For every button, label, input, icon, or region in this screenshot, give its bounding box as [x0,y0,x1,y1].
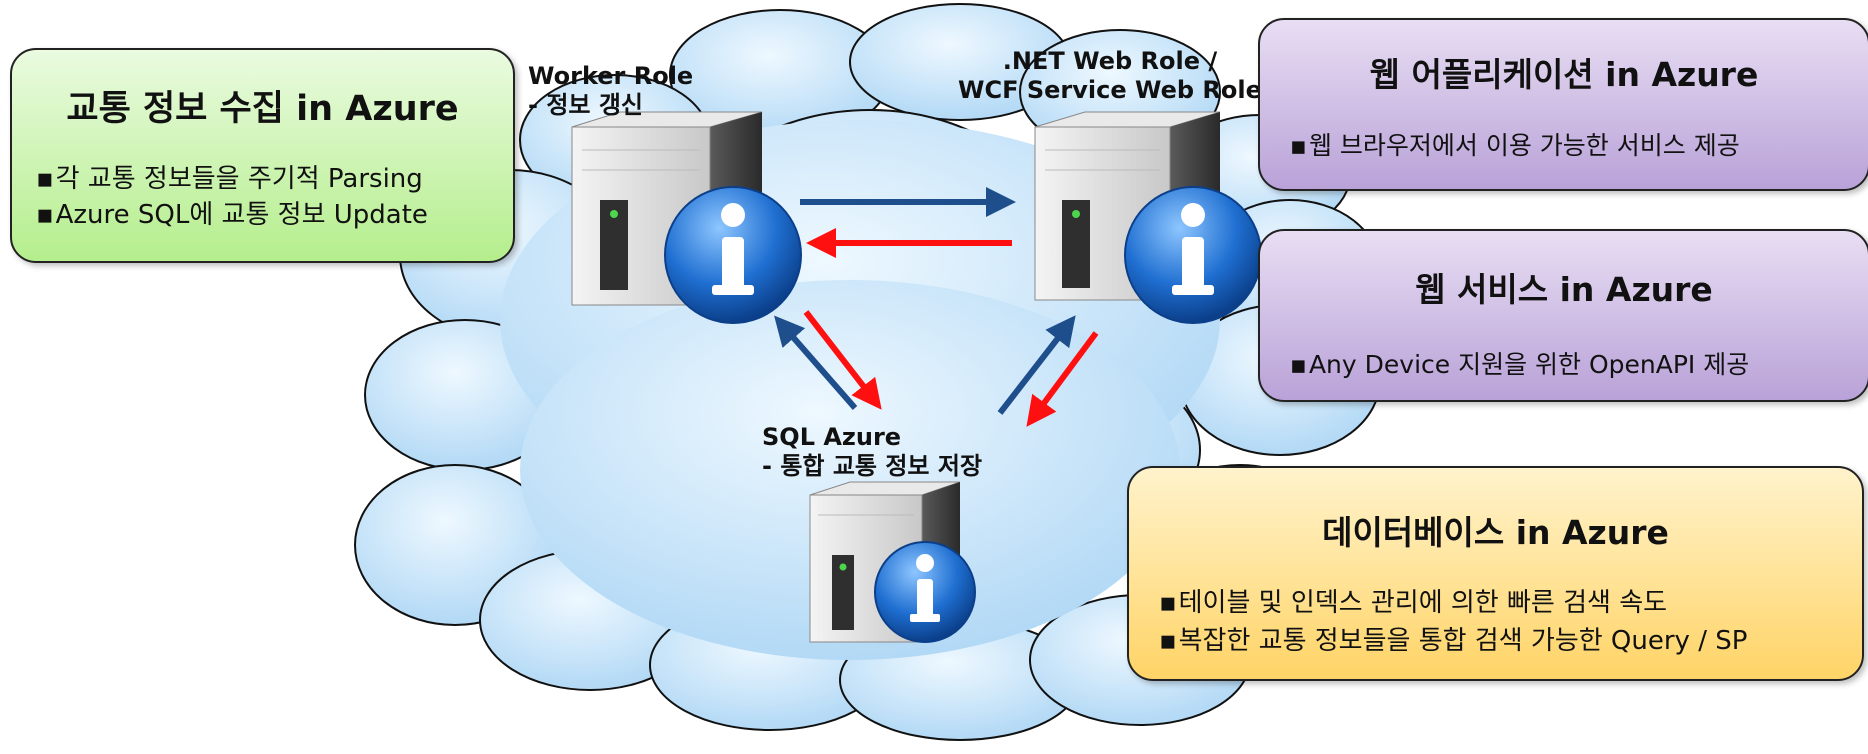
web-application-title: 웹 어플리케이션 in Azure [1369,55,1759,94]
worker-role-label: Worker Role - 정보 갱신 [528,62,693,120]
sql-to-worker-arrow [774,315,858,410]
sql-azure-label: SQL Azure - 통합 교통 정보 저장 [762,423,982,481]
web-service-item-1: Any Device 지원을 위한 OpenAPI 제공 [1290,345,1868,381]
worker-role-subtitle: - 정보 갱신 [528,91,643,119]
sql-to-web-arrow [997,315,1076,415]
info-icon [874,541,976,643]
web-service-box: 웹 서비스 in Azure Any Device 지원을 위한 OpenAPI… [1258,229,1868,402]
web-role-label: .NET Web Role / WCF Service Web Role [958,47,1262,105]
web-to-sql-arrow [1026,331,1099,427]
web-service-title: 웹 서비스 in Azure [1415,270,1713,309]
info-icon [664,186,802,324]
worker-role-title: Worker Role [528,62,694,90]
sql-azure-title: SQL Azure [762,423,902,451]
web-role-title: .NET Web Role / [1002,47,1218,75]
database-title: 데이터베이스 in Azure [1322,513,1669,552]
sql-azure-subtitle: - 통합 교통 정보 저장 [762,452,983,480]
info-icon [1124,186,1262,324]
traffic-collection-title: 교통 정보 수집 in Azure [66,89,459,129]
traffic-item-2: Azure SQL에 교통 정보 Update [36,197,513,233]
database-item-1: 테이블 및 인덱스 관리에 의한 빠른 검색 속도 [1159,584,1862,622]
database-box: 데이터베이스 in Azure 테이블 및 인덱스 관리에 의한 빠른 검색 속… [1127,466,1864,681]
traffic-collection-box: 교통 정보 수집 in Azure 각 교통 정보들을 주기적 Parsing … [10,48,515,263]
traffic-item-1: 각 교통 정보들을 주기적 Parsing [36,161,513,197]
web-application-item-1: 웹 브라우저에서 이용 가능한 서비스 제공 [1290,126,1868,162]
database-item-2: 복잡한 교통 정보들을 통합 검색 가능한 Query / SP [1159,622,1862,660]
web-role-subtitle: WCF Service Web Role [958,76,1262,104]
web-application-box: 웹 어플리케이션 in Azure 웹 브라우저에서 이용 가능한 서비스 제공 [1258,18,1868,191]
worker-to-sql-arrow [803,310,882,410]
